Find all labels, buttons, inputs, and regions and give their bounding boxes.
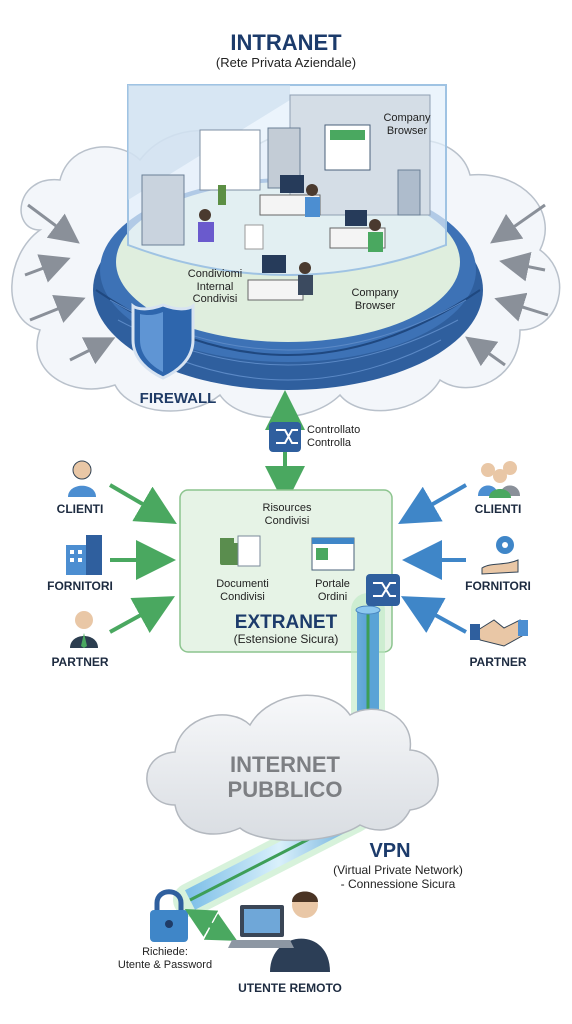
- remote-user-label: UTENTE REMOTO: [238, 981, 342, 995]
- right-actor-label-clienti: CLIENTI: [474, 502, 522, 516]
- extranet-title: EXTRANET: [234, 612, 338, 633]
- intranet-subtitle: (Rete Privata Aziendale): [215, 55, 357, 70]
- company-browser-label-top: Company Browser: [383, 112, 431, 137]
- internet-label: INTERNET PUBBLICO: [227, 752, 343, 803]
- extranet-documents-label: Documenti Condivisi: [216, 578, 269, 603]
- vpn-switch-icon: [366, 574, 400, 606]
- shared-internal-label: Condiviomi Internal Condivisi: [187, 268, 243, 306]
- remote-auth-label: Richiede: Utente & Password: [117, 946, 213, 971]
- handshake-icon: [470, 619, 528, 647]
- firewall-label: FIREWALL: [139, 390, 217, 407]
- intranet-office: [127, 84, 447, 301]
- right-actor-label-partner: PARTNER: [469, 655, 527, 669]
- right-actor-label-fornitori: FORNITORI: [465, 579, 531, 593]
- padlock-icon: [150, 889, 188, 942]
- control-label: Controllato Controlla: [307, 424, 361, 449]
- right-arrows: [398, 483, 467, 634]
- extranet-subtitle: (Estensione Sicura): [233, 632, 339, 646]
- left-actor-label-clienti: CLIENTI: [56, 502, 104, 516]
- left-arrows: [108, 483, 177, 634]
- extranet-portal-label: Portale Ordini: [315, 578, 350, 603]
- shield-icon: [131, 302, 195, 380]
- person-icon: [68, 460, 96, 497]
- extranet-resources-label: Risources Condivisi: [262, 502, 312, 527]
- left-actor-label-partner: PARTNER: [51, 655, 109, 669]
- remote-user-icon: [228, 891, 330, 972]
- gear-hand-icon: [481, 536, 519, 575]
- vpn-title: VPN: [369, 840, 411, 862]
- company-browser-label-mid: Company Browser: [351, 287, 399, 312]
- switch-icon: [269, 422, 301, 452]
- businessman-icon: [70, 611, 98, 648]
- vpn-subtitle: (Virtual Private Network) - Connessione …: [333, 863, 463, 891]
- intranet-title: INTRANET: [230, 30, 342, 55]
- building-icon: [66, 535, 102, 575]
- wind-arrows: [24, 203, 549, 367]
- left-actor-label-fornitori: FORNITORI: [47, 579, 113, 593]
- remote-auth-arrow: [184, 909, 238, 941]
- extranet-box: [179, 489, 393, 653]
- group-icon: [478, 461, 520, 498]
- internet-cloud: [146, 694, 439, 842]
